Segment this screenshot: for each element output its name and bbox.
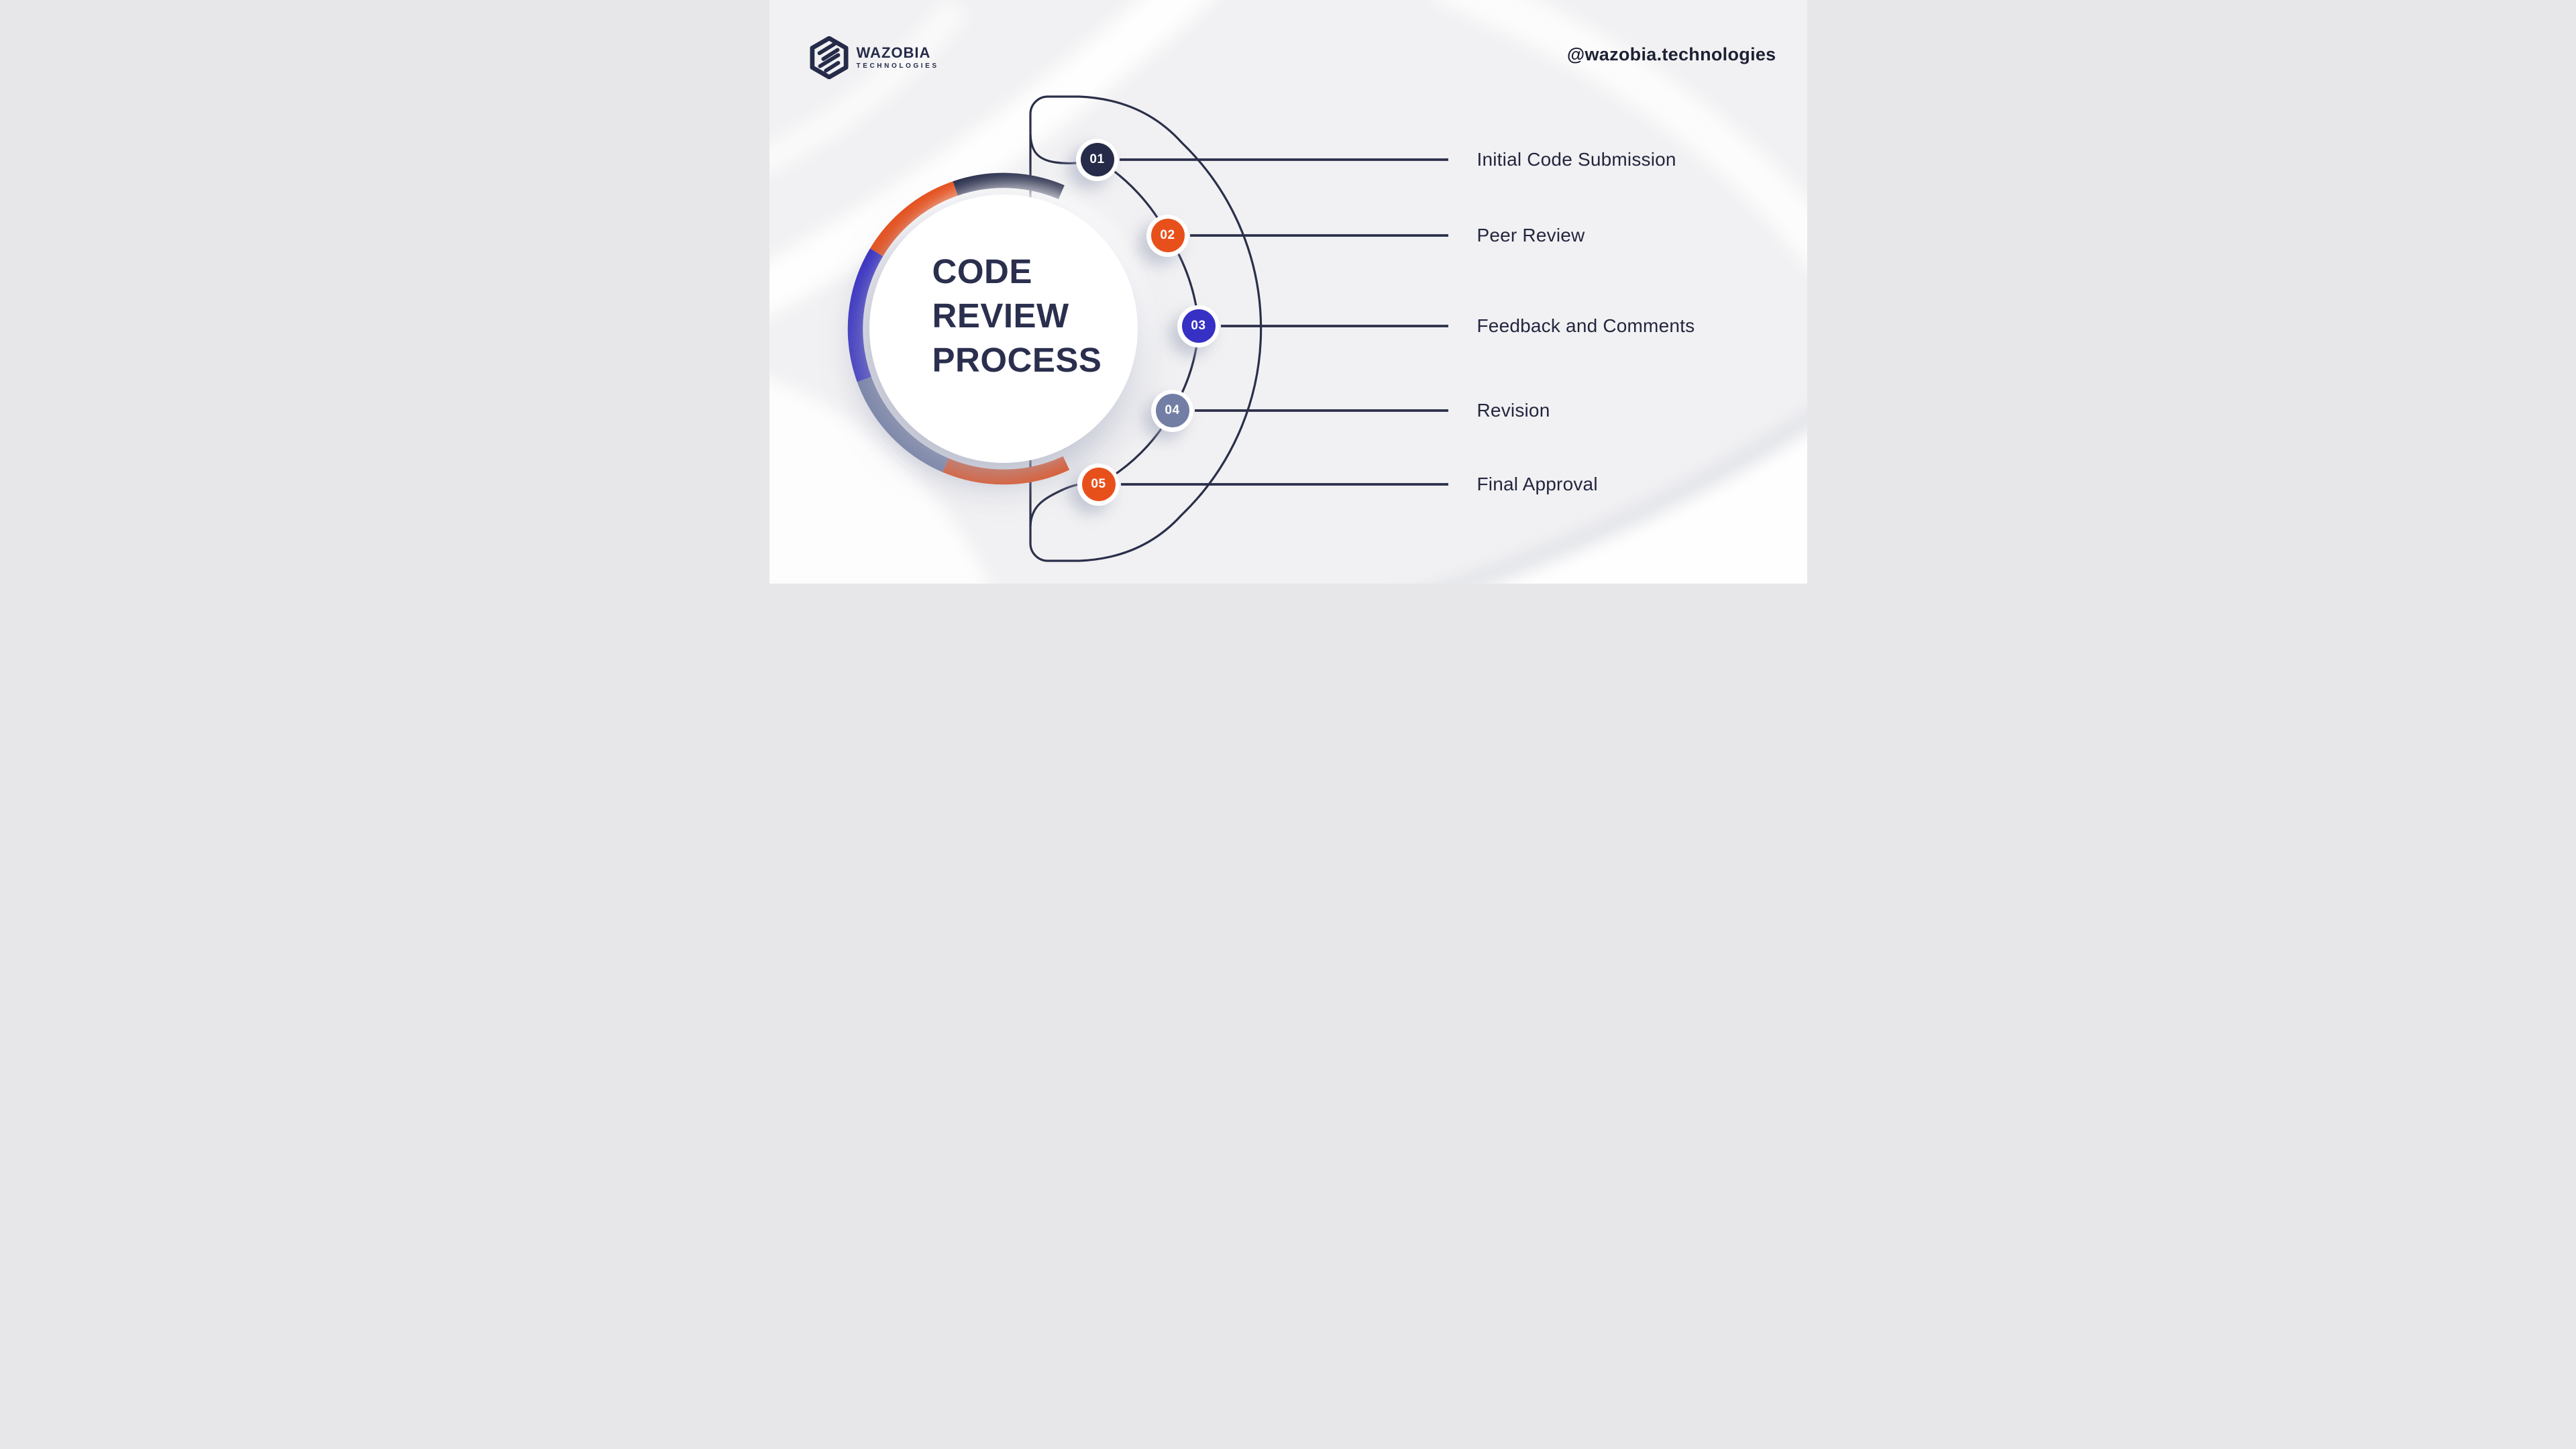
step-label-02: Peer Review [1477, 225, 1585, 246]
step-label-01: Initial Code Submission [1477, 149, 1676, 170]
step-badge-04: 04 [1151, 389, 1193, 432]
step-number: 02 [1150, 219, 1185, 252]
step-number: 03 [1181, 309, 1216, 343]
infographic-canvas: CODE REVIEW PROCESS WAZOBIA TECHNOLOGIES… [769, 0, 1807, 584]
ring-segment-3 [847, 248, 883, 382]
ring-segment-5 [942, 456, 1069, 485]
diagram-linework [847, 95, 1448, 562]
ring-segment-1 [952, 172, 1065, 199]
social-handle: @wazobia.technologies [1566, 44, 1776, 64]
brand-name: WAZOBIA [856, 44, 931, 61]
title-line-3: PROCESS [932, 341, 1102, 379]
step-number: 01 [1080, 143, 1114, 176]
brand-tagline: TECHNOLOGIES [856, 62, 939, 70]
step-badge-03: 03 [1177, 305, 1220, 347]
step-number: 04 [1155, 394, 1189, 427]
step-badge-02: 02 [1146, 214, 1189, 257]
step-label-04: Revision [1477, 400, 1550, 421]
title-line-2: REVIEW [932, 297, 1069, 335]
step-number: 05 [1081, 468, 1116, 501]
center-circle [869, 195, 1138, 463]
title-line-1: CODE [932, 252, 1032, 290]
step-badge-05: 05 [1077, 463, 1120, 506]
ring-segment-4 [857, 376, 949, 472]
step-badge-01: 01 [1076, 138, 1118, 181]
wazobia-logo-icon [809, 36, 849, 79]
page-title: CODE REVIEW PROCESS [932, 250, 1134, 382]
ring-segment-2 [869, 181, 958, 257]
step-label-03: Feedback and Comments [1477, 315, 1695, 336]
outer-capsule-line [1028, 95, 1262, 562]
brand-logo: WAZOBIA TECHNOLOGIES [809, 36, 939, 79]
step-label-05: Final Approval [1477, 474, 1598, 494]
